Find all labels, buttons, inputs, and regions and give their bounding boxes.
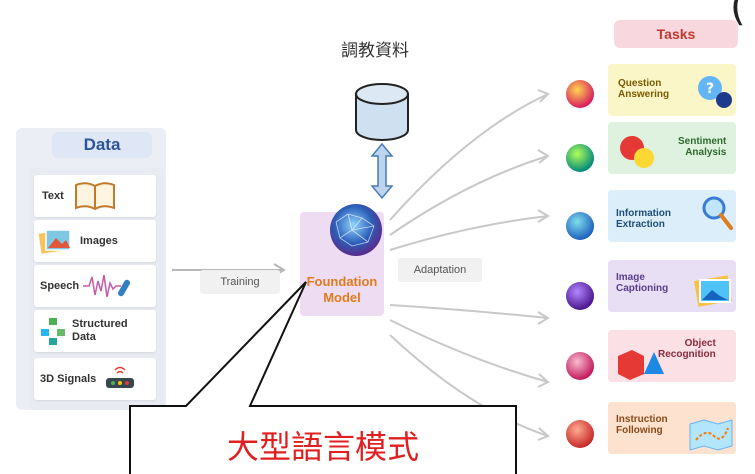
magnifier-icon (702, 196, 733, 230)
book-icon (74, 182, 115, 211)
data-item-3d-signals: 3D Signals (34, 358, 156, 400)
task-label: Information Extraction (616, 208, 671, 230)
task-spheres (566, 80, 594, 448)
adaptation-arrow (389, 93, 549, 221)
task-question-answering: Question Answering ? (608, 64, 736, 116)
task-image-captioning: Image Captioning (608, 260, 736, 312)
neural-globe-icon (330, 204, 382, 256)
sphere-icon (566, 420, 594, 448)
task-label: Sentiment Analysis (678, 136, 727, 158)
callout-text: 大型語言模式 (226, 428, 419, 466)
data-title: Data (52, 132, 152, 158)
database-cylinder-icon (355, 83, 409, 200)
adaptation-arrow (389, 155, 549, 236)
data-item-structured-data: Structured Data (34, 310, 156, 352)
speech-waveform-icon (83, 274, 131, 298)
3d-signals-icon (106, 366, 135, 388)
3d-shapes-icon (618, 350, 664, 380)
data-item-speech: Speech (34, 265, 156, 307)
task-label: Instruction Following (616, 414, 668, 436)
question-bubble-icon: ? (698, 76, 732, 108)
task-label: Object Recognition (658, 338, 716, 360)
data-item-text: Text (34, 175, 156, 217)
adaptation-arrows (389, 89, 550, 441)
images-icon (38, 229, 71, 254)
foundation-model-label: Foundation Model (306, 274, 378, 305)
task-label: Question Answering (618, 78, 670, 100)
picture-frame-icon (694, 275, 732, 307)
tasks-title: Tasks (614, 20, 738, 48)
adaptation-arrow (389, 215, 549, 251)
data-item-label: Speech (40, 279, 80, 292)
sphere-icon (566, 282, 594, 310)
sphere-icon (566, 144, 594, 172)
adaptation-arrow (389, 319, 549, 383)
task-sentiment-analysis: Sentiment Analysis (608, 122, 736, 174)
data-item-images: Images (34, 220, 156, 262)
task-label: Image Captioning (616, 272, 669, 294)
svg-text:?: ? (706, 81, 714, 97)
sphere-icon (566, 212, 594, 240)
tuning-data-label: 調教資料 (341, 41, 409, 60)
adaptation-label: Adaptation (398, 258, 482, 282)
structured-data-icon (41, 318, 65, 345)
training-label: Training (200, 270, 280, 294)
emoji-faces-icon (620, 136, 654, 168)
data-item-label: Structured Data (72, 318, 128, 343)
sphere-icon (566, 80, 594, 108)
map-icon (689, 419, 733, 451)
adaptation-arrow (389, 334, 549, 437)
data-item-label: 3D Signals (40, 372, 97, 385)
data-item-label: Images (80, 234, 118, 247)
double-arrow-icon (370, 142, 394, 200)
task-information-extraction: Information Extraction (608, 190, 736, 242)
task-instruction-following: Instruction Following (608, 402, 736, 454)
data-item-label: Text (42, 189, 64, 202)
sphere-icon (566, 352, 594, 380)
task-object-recognition: Object Recognition (608, 330, 736, 382)
adaptation-arrow (389, 304, 549, 319)
